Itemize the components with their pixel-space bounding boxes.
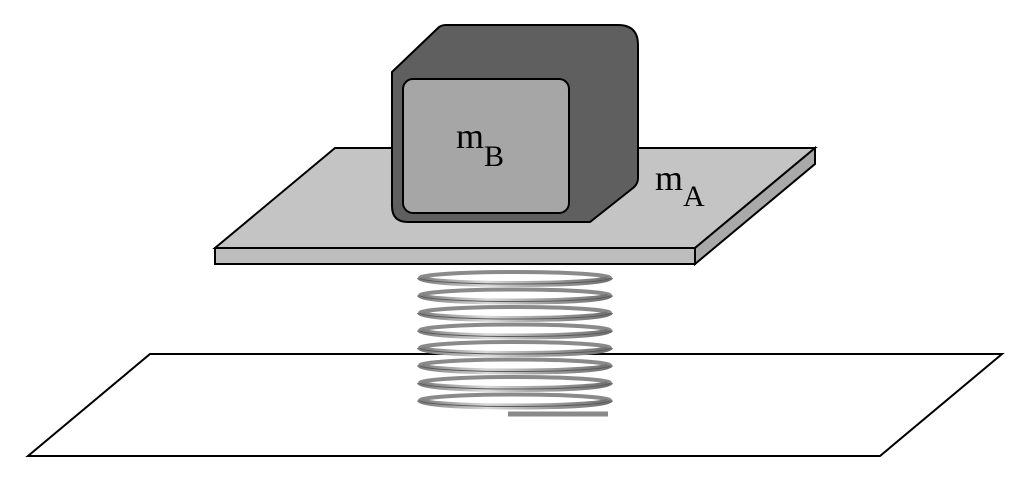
- label-mb-sub: B: [484, 140, 504, 173]
- spring-coil-back: [418, 305, 612, 315]
- spring-coil-front: [417, 275, 613, 287]
- spring-coil-back: [418, 322, 612, 332]
- spring-coil-outline: [419, 295, 611, 302]
- label-ma: mA: [655, 158, 705, 213]
- spring-coil-outline: [419, 347, 611, 355]
- spring-coil-back: [418, 340, 612, 350]
- label-mb-main: m: [456, 116, 484, 156]
- spring-coil-back: [418, 357, 612, 367]
- label-ma-main: m: [655, 158, 683, 198]
- block-b-front-face: [402, 78, 570, 214]
- spring-coil-back: [418, 375, 612, 385]
- label-ma-sub: A: [683, 180, 705, 213]
- spring-coil-front: [417, 293, 613, 305]
- spring-coil-front: [417, 310, 613, 322]
- spring-coil-outline: [419, 400, 611, 407]
- spring-coil-back: [418, 392, 612, 402]
- spring-coil-front: [417, 328, 613, 340]
- spring: [417, 270, 613, 417]
- spring-coil-outline: [419, 382, 611, 390]
- spring-coil-back: [418, 287, 612, 297]
- spring-coil-back: [418, 270, 612, 280]
- spring-coil-outline: [419, 277, 611, 285]
- spring-coil-outline: [419, 312, 611, 320]
- label-mb: mB: [456, 116, 504, 173]
- spring-coil-outline: [419, 365, 611, 372]
- spring-coil-outline: [419, 330, 611, 337]
- plate-a-front-edge: [214, 247, 696, 265]
- block-b: [391, 24, 639, 223]
- plate-a-side-edge: [694, 145, 816, 267]
- spring-coil-front: [417, 345, 613, 357]
